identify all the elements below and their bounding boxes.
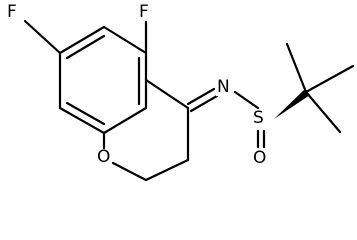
sulfur-label: S [252,108,265,128]
bond-ar-c6-c6-inner [65,34,106,60]
bond-ar-c4a-c8a [102,106,148,135]
bond-o-c2 [111,161,148,182]
bond-cq-ch3-top [285,42,308,94]
fluorine-label-left: F [6,2,18,22]
sulfinyl-oxygen-label: O [252,148,268,168]
structure-canvas: F F O N S O [6,2,355,182]
bond-cq-ch3-bottom [304,90,342,134]
ring-oxygen-label: O [96,147,112,167]
bond-ar-c8a-c8 [58,106,106,135]
bond-c4-c4a [144,78,190,110]
bond-c4-n-double-b [189,94,219,113]
fluorine-label-right: F [138,2,150,22]
imine-nitrogen-label: N [216,77,231,97]
molecule-bonds [23,19,355,182]
bond-ar-c6-c5 [102,25,148,55]
bond-c4-n-double-a [186,87,216,106]
wedge-bond-s-c [274,89,310,119]
bond-c2-c3 [144,158,190,182]
bond-ar-c7-c6 [58,25,106,55]
bond-n-s [233,90,260,110]
bond-c7-f [23,19,62,55]
bond-ar-c8a-c8-inner [65,101,106,126]
bond-cq-ch3-right [304,64,355,94]
